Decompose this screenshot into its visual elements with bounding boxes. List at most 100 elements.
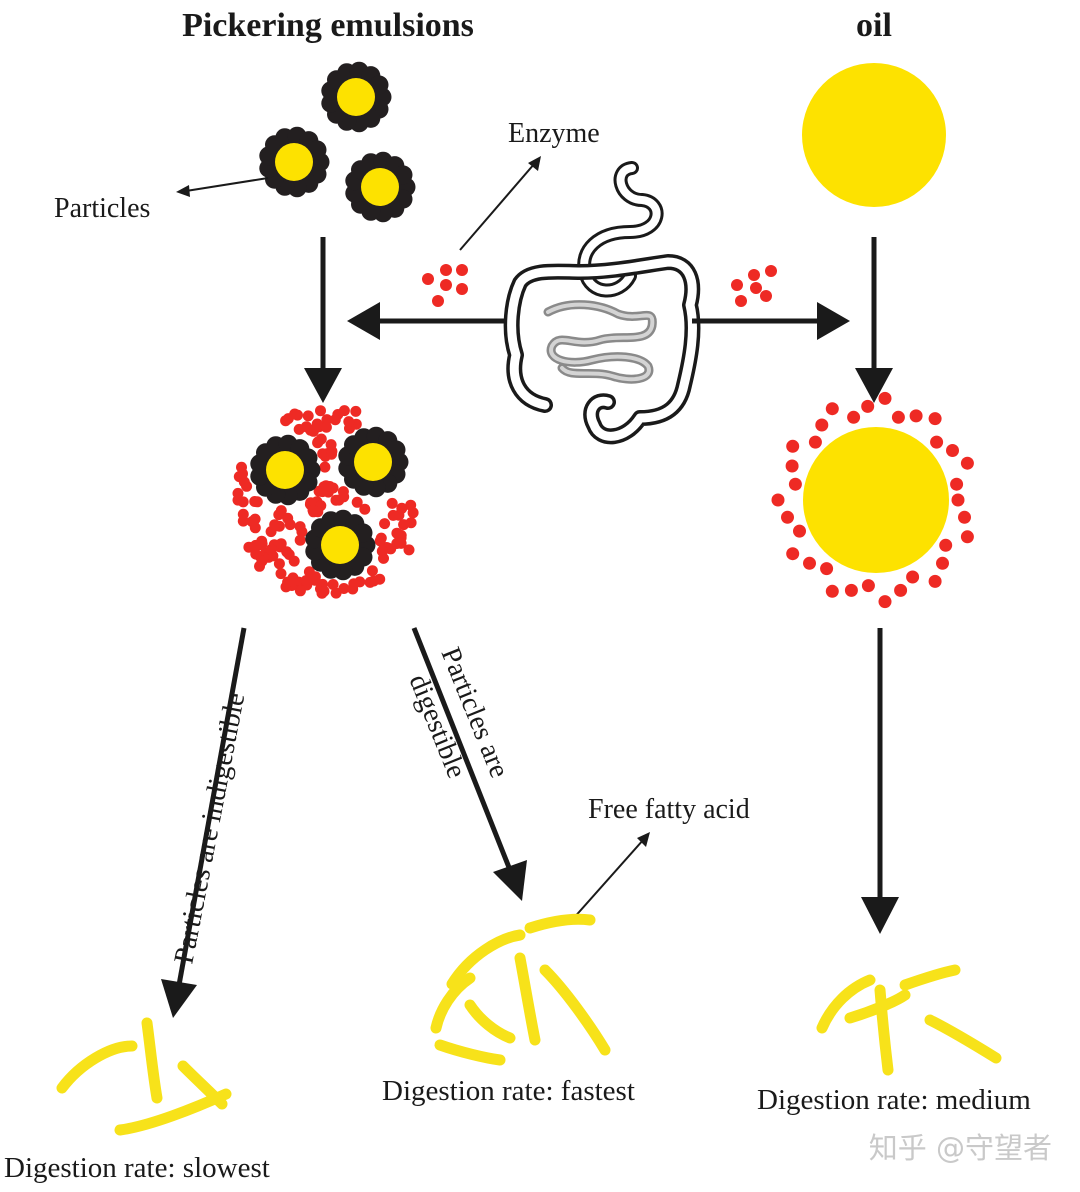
enzyme-dot [894, 583, 908, 597]
oil-droplet-digesting [803, 427, 949, 573]
enzyme-dot [396, 502, 408, 514]
enzyme-dot [284, 519, 296, 531]
enzyme-dot [861, 579, 875, 593]
enzyme-dot [440, 279, 452, 291]
enzyme-dot [275, 505, 287, 517]
enzyme-dot [909, 409, 923, 423]
enzyme-dot [273, 558, 285, 570]
enzyme-dot [294, 534, 306, 546]
enzyme-dot [861, 399, 875, 413]
rate-medium-label: Digestion rate: medium [757, 1084, 1031, 1116]
enzyme-dot [232, 487, 244, 499]
enzyme-dot [405, 517, 417, 529]
pickering-droplets-top [259, 61, 416, 223]
fatty-acids-fastest [430, 913, 611, 1066]
stabilizer-particle [369, 75, 389, 95]
enzyme-dot [386, 497, 398, 509]
pickering-title: Pickering emulsions [182, 7, 474, 44]
arrow-gut-to-oil [692, 302, 850, 340]
enzyme-dot [343, 416, 355, 428]
pickering-droplet [345, 151, 416, 223]
oil-droplet-top [802, 63, 946, 207]
enzyme-dot [275, 538, 287, 550]
enzyme-dot [403, 544, 415, 556]
enzyme-dot [395, 537, 407, 549]
enzyme-dot [765, 265, 777, 277]
enzyme-dot [294, 585, 306, 597]
enzyme-dot [456, 264, 468, 276]
enzyme-dot [250, 539, 262, 551]
enzyme-dot [249, 496, 261, 507]
enzyme-dot [960, 530, 974, 544]
pickering-droplet [338, 426, 409, 498]
enzyme-dot [348, 578, 360, 590]
oil-title: oil [856, 7, 892, 44]
enzyme-dot [939, 538, 953, 552]
enzyme-dot [906, 570, 920, 584]
rate-fastest-label: Digestion rate: fastest [382, 1075, 635, 1107]
fatty-acid-pointer-arrow [571, 832, 650, 921]
enzyme-dot [364, 576, 376, 588]
enzyme-dot [320, 421, 332, 433]
enzyme-dot [320, 480, 332, 492]
pickering-droplet [321, 61, 392, 133]
rate-slowest-label: Digestion rate: slowest [4, 1152, 270, 1184]
enzyme-dot [936, 556, 949, 570]
enzyme-dot [315, 405, 326, 417]
enzyme-dot [250, 548, 262, 560]
enzyme-dot [275, 568, 287, 580]
enzyme-dot [366, 565, 378, 577]
enzyme-pointer-arrow [459, 156, 541, 251]
enzyme-dot [249, 522, 261, 534]
enzyme-dot [325, 439, 337, 451]
digestive-tract-icon [503, 161, 701, 445]
enzyme-dot [808, 435, 822, 449]
enzyme-dot [930, 435, 944, 449]
arrow-digestible [411, 627, 527, 901]
enzyme-dot [878, 595, 892, 609]
particles-label: Particles [54, 193, 150, 224]
enzyme-dot [387, 509, 399, 521]
enzyme-dot [825, 402, 839, 416]
arrow-oil-to-medium [861, 628, 899, 934]
free-fatty-acid-label: Free fatty acid [588, 794, 750, 825]
oil-core [354, 443, 392, 481]
enzyme-dot [327, 579, 339, 590]
enzyme-dot [307, 425, 319, 437]
enzyme-dot [786, 547, 800, 561]
oil-core [361, 168, 399, 206]
enzyme-dot [803, 556, 816, 570]
enzyme-dot [338, 405, 350, 417]
enzyme-dot [781, 510, 794, 524]
enzyme-dot [351, 496, 363, 508]
enzyme-label: Enzyme [508, 118, 600, 149]
enzyme-dot [878, 391, 892, 405]
enzyme-dot [731, 279, 743, 291]
enzyme-dot [338, 583, 350, 594]
watermark: 知乎 @守望者 [869, 1131, 1052, 1165]
enzyme-dot [405, 499, 417, 511]
oil-core [321, 526, 359, 564]
enzyme-dot [432, 295, 444, 307]
enzyme-dot [422, 273, 434, 285]
enzyme-dot [844, 583, 858, 597]
enzyme-cluster-right [731, 265, 777, 307]
enzyme-dot [237, 496, 249, 508]
arrow-indigestible [161, 627, 247, 1018]
arrow-pickering-down [304, 237, 342, 403]
fatty-acids-slowest [56, 1017, 232, 1136]
stabilizer-particle [353, 523, 373, 543]
arrow-oil-down [855, 237, 893, 403]
enzyme-dot [265, 544, 277, 556]
pickering-droplet [305, 509, 376, 581]
enzyme-dot [288, 555, 300, 567]
enzyme-dot [293, 423, 305, 435]
particles-pointer-arrow [176, 177, 269, 197]
oil-core [337, 78, 375, 116]
enzyme-dot [330, 494, 342, 506]
enzyme-dot [760, 290, 772, 302]
enzymes-around-pickering [232, 405, 419, 599]
enzyme-dot [735, 295, 747, 307]
enzyme-dot [359, 503, 371, 515]
